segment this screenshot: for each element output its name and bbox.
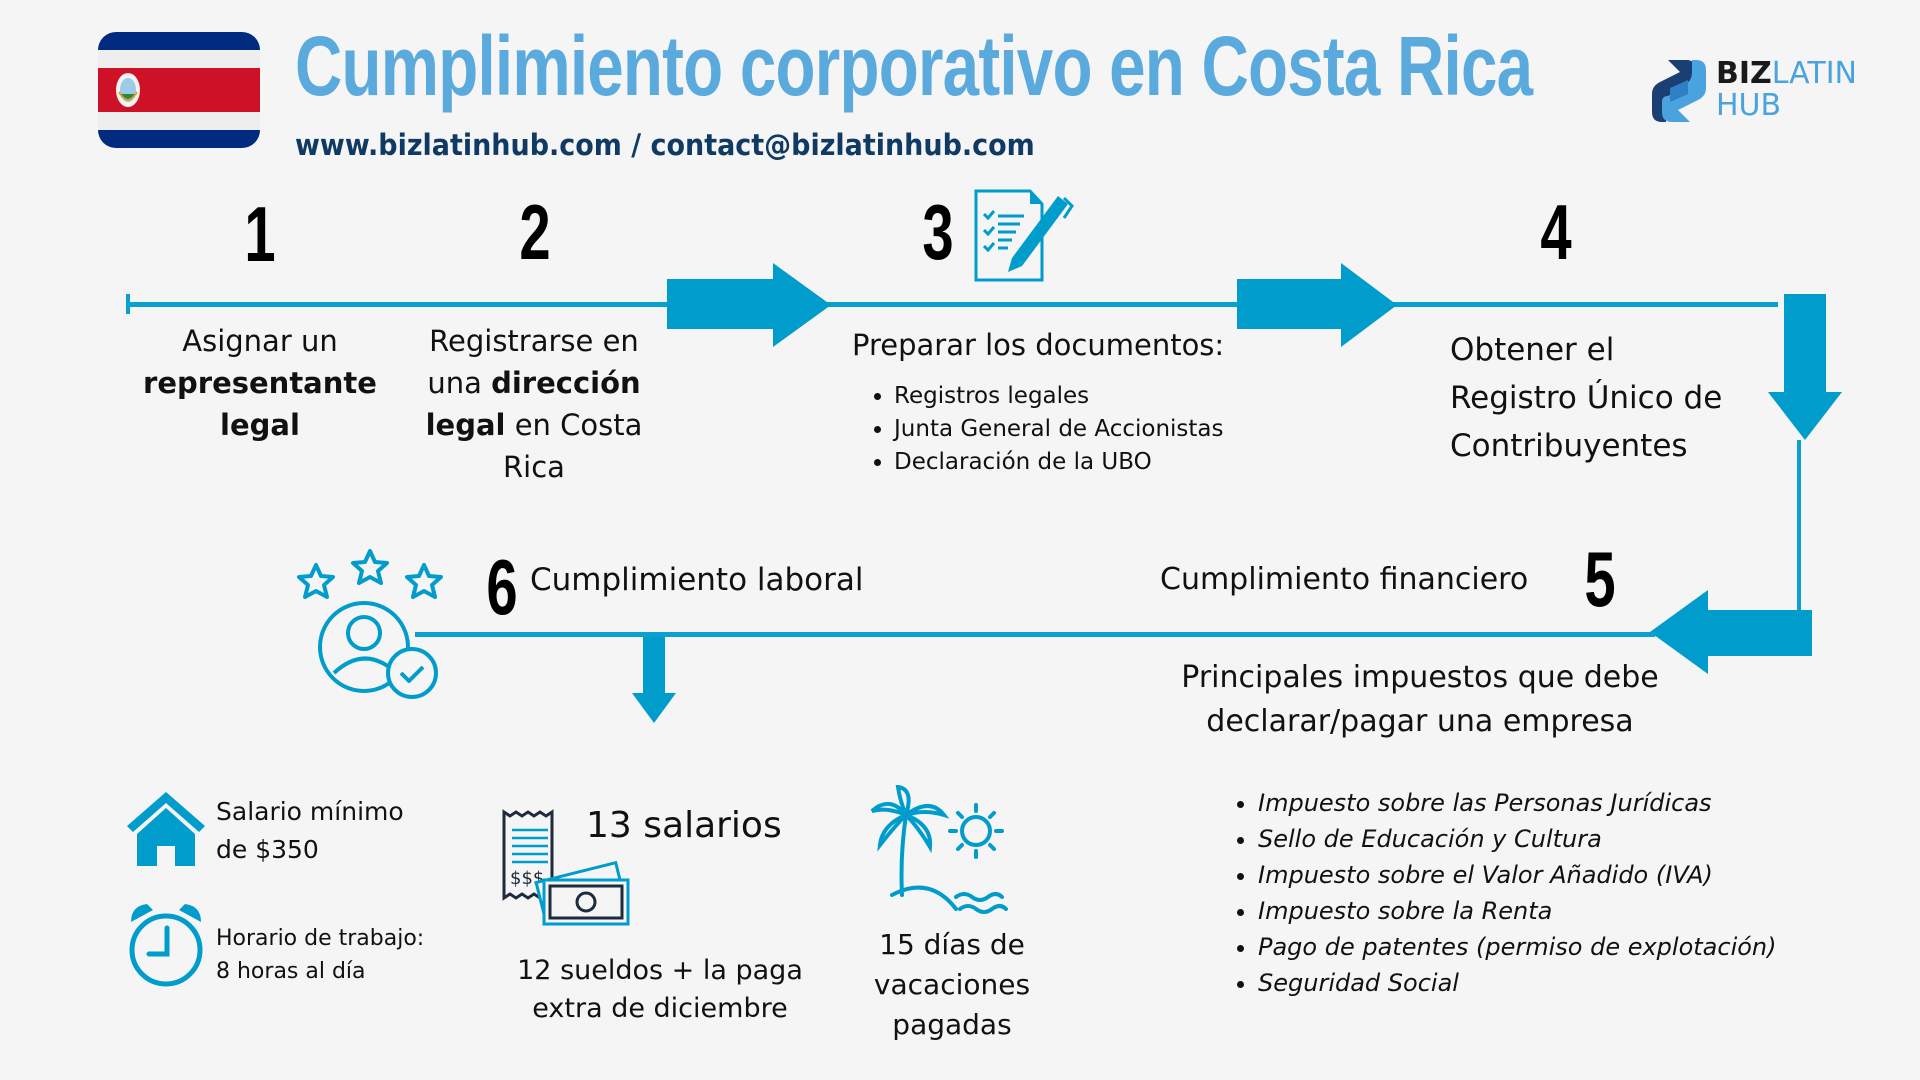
arrow-right-icon <box>1237 263 1397 347</box>
step-number-2: 2 <box>519 188 551 276</box>
step-2-text: Registrarse en una dirección legal en Co… <box>425 324 643 484</box>
arrow-right-icon <box>667 263 831 347</box>
vacation-text: 15 días de vacaciones pagadas <box>873 928 1031 1041</box>
salaries-description: 12 sueldos + la paga extra de diciembre <box>517 955 803 1024</box>
work-hours-text: Horario de trabajo: 8 horas al día <box>216 926 425 984</box>
documents-list: Registros legales Junta General de Accio… <box>860 380 1224 479</box>
step-3-heading: Preparar los documentos: <box>852 328 1225 362</box>
document-item: Declaración de la UBO <box>894 446 1224 479</box>
min-wage-text: Salario mínimo de $350 <box>216 797 404 864</box>
bizlatinhub-logo: BIZLATIN HUB <box>1650 58 1870 128</box>
timeline-start-tick <box>126 294 130 314</box>
right-connector-line <box>1797 440 1801 610</box>
arrow-down-small-icon <box>632 637 676 723</box>
tax-item: Impuesto sobre las Personas Jurídicas <box>1258 785 1777 821</box>
tax-item: Pago de patentes (permiso de explotación… <box>1258 929 1777 965</box>
bottom-timeline-line <box>415 632 1655 637</box>
page-title: Cumplimiento corporativo en Costa Rica <box>295 19 1533 113</box>
costa-rica-flag <box>98 32 260 148</box>
step-number-1: 1 <box>244 190 276 278</box>
alarm-clock-icon <box>129 904 203 987</box>
taxes-subheading: Principales impuestos que debe declarar/… <box>1181 660 1659 739</box>
arrow-left-icon <box>1650 590 1812 674</box>
step-1-text: Asignar un representante legal <box>143 324 377 442</box>
step-number-5: 5 <box>1584 535 1616 623</box>
tax-item: Sello de Educación y Cultura <box>1258 821 1777 857</box>
tax-item: Impuesto sobre el Valor Añadido (IVA) <box>1258 857 1777 893</box>
palm-beach-sun-icon <box>870 785 1008 914</box>
step-4-text: Obtener el Registro Único de Contribuyen… <box>1450 332 1723 464</box>
tax-item: Impuesto sobre la Renta <box>1258 893 1777 929</box>
tax-item: Seguridad Social <box>1258 965 1777 1001</box>
document-item: Registros legales <box>894 380 1224 413</box>
step-number-4: 4 <box>1540 188 1572 276</box>
step-6-heading: Cumplimiento laboral <box>530 562 864 598</box>
receipt-money-icon: $$$ <box>502 809 630 926</box>
logo-mark-icon <box>1652 60 1706 122</box>
step-number-3: 3 <box>922 188 954 276</box>
salaries-title: 13 salarios <box>586 805 782 846</box>
employee-rating-icon <box>297 549 443 699</box>
logo-latin: LATIN <box>1771 56 1857 91</box>
logo-hub: HUB <box>1716 88 1782 123</box>
step-number-6: 6 <box>486 543 518 631</box>
house-icon <box>127 792 205 866</box>
arrow-down-icon <box>1768 294 1842 440</box>
taxes-list: Impuesto sobre las Personas Jurídicas Se… <box>1224 785 1777 1001</box>
logo-biz: BIZ <box>1716 56 1772 91</box>
document-item: Junta General de Accionistas <box>894 413 1224 446</box>
step-5-heading: Cumplimiento financiero <box>1160 562 1529 597</box>
top-timeline-line <box>128 302 1778 307</box>
contact-info: www.bizlatinhub.com / contact@bizlatinhu… <box>295 128 1035 162</box>
document-checklist-pen-icon <box>974 189 1074 282</box>
